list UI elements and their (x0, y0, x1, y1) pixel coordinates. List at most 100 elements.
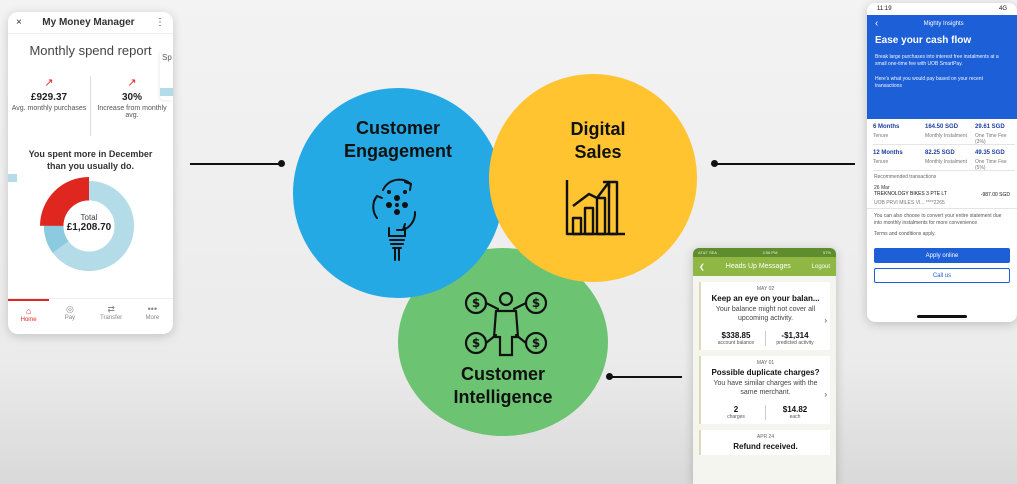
txn-details: 26 Mar TREKNOLOGY BIKES 3 PTE LT UOB PRV… (874, 185, 947, 206)
spend-donut-chart (40, 177, 138, 275)
status-bar: 11:19 4G (867, 3, 1017, 15)
status-bar: AT&T SEA 3:56 PM 57% (693, 248, 836, 257)
plan-value: 6 Months (873, 124, 900, 130)
txn-card: UOB PRVI MILES VI... ****2265 (874, 200, 945, 206)
nav-tab-home[interactable]: ⌂ Home (8, 299, 50, 334)
intelligence-label: Customer Intelligence (428, 363, 578, 409)
status-signal: 4G (998, 6, 1007, 12)
plan-label: Monthly Instalment (925, 133, 967, 139)
plan-label: Monthly Instalment (925, 159, 967, 165)
message-card[interactable]: APR 24 Refund received. (699, 430, 830, 455)
nav-tab-pay[interactable]: ◎ Pay (49, 299, 90, 334)
prev-card-peek[interactable] (8, 132, 17, 186)
nav-label: More (145, 315, 160, 321)
recommended-label: Recommended transactions (874, 174, 937, 180)
value-label: charges (727, 414, 745, 420)
insight-header: ‹ Mighty Insights Ease your cash flow Br… (867, 15, 1017, 119)
message-card[interactable]: MAY 02 Keep an eye on your balan... Your… (699, 282, 830, 350)
plan-value: 29.61 SGD (975, 124, 1005, 130)
back-icon[interactable]: ❮ (699, 263, 705, 271)
app-title: Heads Up Messages (725, 263, 791, 270)
connector-bottom (610, 376, 682, 378)
peek-bar (160, 88, 173, 96)
nav-tab-more[interactable]: ••• More (132, 299, 173, 334)
plan-fee: 29.61 SGD One Time Fee (3%) (975, 119, 1015, 145)
phone-header: × My Money Manager ⋮ (8, 12, 173, 34)
plan-value: 12 Months (873, 150, 903, 156)
home-icon: ⌂ (25, 306, 32, 316)
nav-label: Pay (64, 315, 76, 321)
txn-amount: -987.00 SGD (980, 192, 1010, 198)
call-us-button[interactable]: Call us (874, 268, 1010, 283)
chart-up-icon: ↗ (44, 77, 54, 89)
value: $14.82 (782, 405, 808, 414)
stat-avg-monthly: ↗ £929.37 Avg. monthly purchases (8, 76, 90, 136)
uob-phone: 11:19 4G ‹ Mighty Insights Ease your cas… (867, 3, 1017, 322)
terms-note[interactable]: Terms and conditions apply. (874, 231, 936, 237)
nav-label: Transfer (100, 315, 123, 321)
txn-merchant: TREKNOLOGY BIKES 3 PTE LT (874, 191, 947, 197)
bar-chart-growth-icon (565, 180, 625, 236)
peek-label: Sp (162, 53, 172, 62)
message-date: MAY 02 (756, 286, 775, 292)
plan-label: One Time Fee (3%) (975, 133, 1007, 145)
connector-left (190, 163, 282, 165)
message-heading: Keep an eye on your balan... (711, 294, 820, 303)
value: -$1,314 (781, 331, 809, 340)
nav-tab-transfer[interactable]: ⇄ Transfer (91, 299, 132, 334)
lightbulb-gears-icon (372, 178, 417, 261)
svg-text:$: $ (472, 296, 480, 310)
label-line: Intelligence (453, 387, 553, 407)
message-card[interactable]: MAY 01 Possible duplicate charges? You h… (699, 356, 830, 424)
insight-desc: Break large purchases into interest free… (875, 54, 999, 67)
bottom-nav: ⌂ Home ◎ Pay ⇄ Transfer ••• More (8, 298, 173, 334)
home-indicator (917, 315, 967, 318)
svg-text:$: $ (472, 336, 480, 350)
convert-note: You can also choose to convert your enti… (874, 213, 1002, 226)
person-money-network-icon: $$ $$ (464, 291, 548, 357)
apply-online-button[interactable]: Apply online (874, 248, 1010, 263)
stats-row: ↗ £929.37 Avg. monthly purchases ↗ 30% I… (8, 76, 173, 136)
logout-button[interactable]: Logout (811, 263, 830, 270)
message-desc: You have similar charges with the same m… (713, 380, 818, 396)
label-line: Digital (570, 119, 626, 139)
engagement-label: Customer Engagement (323, 117, 473, 163)
nav-label: Home (20, 317, 37, 323)
message-date: MAY 01 (756, 360, 775, 366)
sales-label: Digital Sales (523, 118, 673, 164)
label-line: Customer (460, 364, 545, 384)
message-heading: Refund received. (733, 442, 798, 451)
transaction-row[interactable]: 26 Mar TREKNOLOGY BIKES 3 PTE LT UOB PRV… (867, 183, 1017, 209)
message-date: APR 24 (756, 434, 775, 440)
message-desc: Your balance might not cover all upcomin… (715, 306, 816, 322)
spend-message: You spent more in December than you usua… (28, 149, 153, 171)
donut-segment-mid (43, 180, 135, 272)
pay-icon: ◎ (65, 304, 74, 314)
menu-icon[interactable]: ⋮ (155, 17, 165, 28)
chevron-right-icon: › (824, 316, 827, 325)
donut-hole (63, 200, 115, 252)
stat-label: Avg. monthly purchases (11, 105, 87, 112)
next-card-peek[interactable]: Sp (160, 50, 173, 100)
heads-up-phone: AT&T SEA 3:56 PM 57% ❮ Heads Up Messages… (693, 248, 836, 484)
plan-value: 82.25 SGD (925, 150, 955, 156)
connector-left-dot (278, 160, 285, 167)
back-icon[interactable]: ‹ (875, 18, 879, 29)
close-icon[interactable]: × (16, 17, 22, 28)
connector-right-dot (711, 160, 718, 167)
more-icon: ••• (147, 304, 158, 314)
label-line: Customer (355, 118, 440, 138)
nav-title: Mighty Insights (923, 20, 964, 27)
nav-bar: ‹ Mighty Insights (875, 15, 1009, 32)
connector-bottom-dot (606, 373, 613, 380)
plan-monthly: 82.25 SGD Monthly Instalment (925, 145, 975, 171)
stat-label: Increase from monthly avg. (97, 105, 167, 119)
